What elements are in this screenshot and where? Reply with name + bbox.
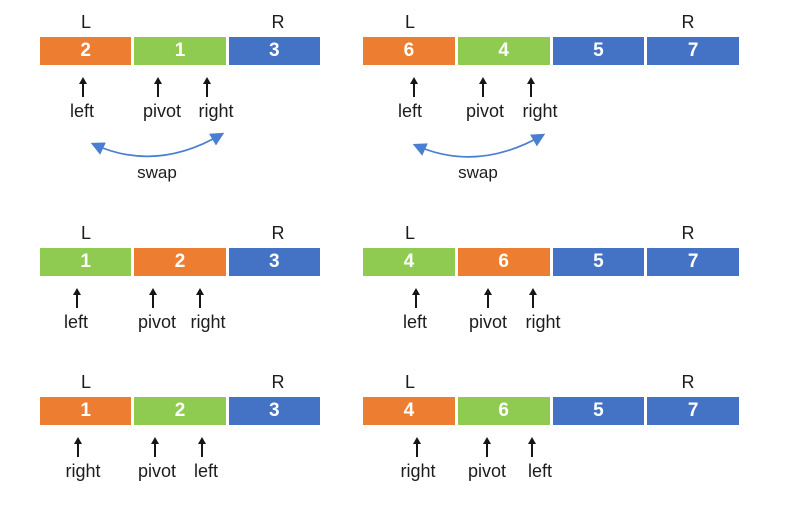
up-arrow-icon	[413, 437, 421, 457]
array-cell: 2	[40, 37, 132, 65]
right-bound-marker: R	[681, 223, 695, 243]
array-cell: 1	[134, 37, 226, 65]
pointer-label: left	[397, 101, 423, 121]
array-cell: 4	[363, 397, 455, 425]
array-cell: 7	[647, 248, 739, 276]
pointer-label: pivot	[137, 312, 177, 332]
up-arrow-icon	[528, 437, 536, 457]
right-bound-marker: R	[271, 372, 285, 392]
up-arrow-icon	[74, 437, 82, 457]
array-bar: 4 6 5 7	[363, 397, 739, 425]
array-cell: 5	[552, 37, 645, 65]
up-arrow-icon	[73, 288, 81, 308]
up-arrow-icon	[149, 288, 157, 308]
up-arrow-icon	[412, 288, 420, 308]
pointer-label: pivot	[467, 461, 507, 481]
array-cell: 4	[363, 248, 455, 276]
swap-arc-path	[412, 133, 546, 158]
pointer-label: right	[198, 101, 234, 121]
array-cell: 5	[552, 397, 645, 425]
swap-label: swap	[458, 163, 498, 182]
array-cell: 4	[457, 37, 550, 65]
pointer-label: left	[527, 461, 553, 481]
up-arrow-icon	[79, 77, 87, 97]
pointer-label: left	[193, 461, 219, 481]
pointer-label: right	[525, 312, 561, 332]
up-arrow-icon	[479, 77, 487, 97]
left-bound-marker: L	[404, 12, 416, 32]
diagram-step3-left: L R 1 2 3 right pivot left	[40, 360, 320, 524]
pointer-label: pivot	[465, 101, 505, 121]
array-bar: 1 2 3	[40, 248, 320, 276]
pointer-label: right	[400, 461, 436, 481]
swap-arc-path	[90, 132, 225, 158]
array-bar: 2 1 3	[40, 37, 320, 65]
left-bound-marker: L	[404, 223, 416, 243]
left-bound-marker: L	[80, 372, 92, 392]
pointer-label: pivot	[142, 101, 182, 121]
pointer-label: left	[63, 312, 89, 332]
array-cell: 6	[457, 397, 550, 425]
up-arrow-icon	[203, 77, 211, 97]
left-bound-marker: L	[404, 372, 416, 392]
right-bound-marker: R	[681, 12, 695, 32]
pointer-label: pivot	[468, 312, 508, 332]
array-cell: 3	[228, 37, 320, 65]
pointer-label: right	[65, 461, 101, 481]
array-cell: 5	[552, 248, 645, 276]
diagram-step1-right: L R 6 4 5 7 left pivot right swap	[363, 0, 739, 205]
pointer-label: right	[522, 101, 558, 121]
right-bound-marker: R	[681, 372, 695, 392]
diagram-step2-left: L R 1 2 3 left pivot right	[40, 211, 320, 416]
diagram-step1-left: L R 2 1 3 left pivot right swap	[40, 0, 320, 205]
array-cell: 7	[647, 37, 739, 65]
diagram-step3-right: L R 4 6 5 7 right pivot left	[363, 360, 739, 524]
array-bar: 6 4 5 7	[363, 37, 739, 65]
array-bar: 4 6 5 7	[363, 248, 739, 276]
up-arrow-icon	[154, 77, 162, 97]
pointer-label: left	[402, 312, 428, 332]
pointer-label: right	[190, 312, 226, 332]
array-bar: 1 2 3	[40, 397, 320, 425]
array-cell: 3	[228, 397, 320, 425]
pointer-label: left	[69, 101, 95, 121]
swap-arc-arrow	[412, 133, 546, 158]
up-arrow-icon	[198, 437, 206, 457]
array-cell: 7	[647, 397, 739, 425]
up-arrow-icon	[529, 288, 537, 308]
right-bound-marker: R	[271, 223, 285, 243]
swap-arc-arrow	[90, 132, 225, 158]
left-bound-marker: L	[80, 12, 92, 32]
array-cell: 2	[134, 248, 226, 276]
up-arrow-icon	[151, 437, 159, 457]
left-bound-marker: L	[80, 223, 92, 243]
array-cell: 2	[134, 397, 226, 425]
up-arrow-icon	[527, 77, 535, 97]
up-arrow-icon	[484, 288, 492, 308]
right-bound-marker: R	[271, 12, 285, 32]
diagram-step2-right: L R 4 6 5 7 left pivot right	[363, 211, 739, 416]
array-cell: 6	[363, 37, 455, 65]
up-arrow-icon	[483, 437, 491, 457]
up-arrow-icon	[410, 77, 418, 97]
array-cell: 3	[228, 248, 320, 276]
array-cell: 6	[457, 248, 550, 276]
array-cell: 1	[40, 248, 132, 276]
pointer-label: pivot	[137, 461, 177, 481]
array-cell: 1	[40, 397, 132, 425]
up-arrow-icon	[196, 288, 204, 308]
swap-label: swap	[137, 163, 177, 182]
